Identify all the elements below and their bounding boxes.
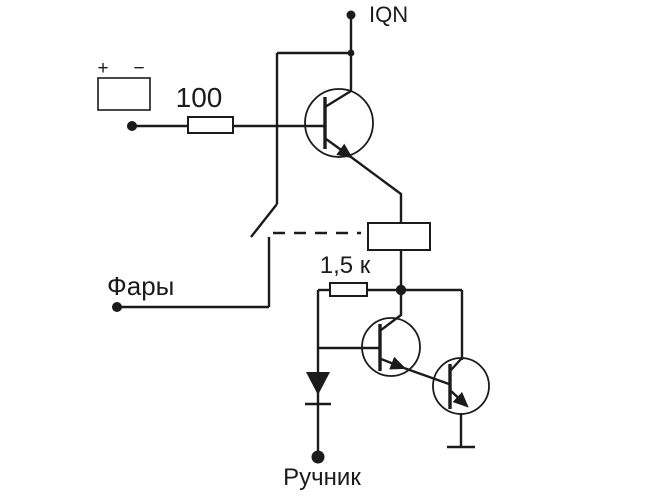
resistor-1k5-label: 1,5 к bbox=[320, 252, 371, 279]
q3-body-circle bbox=[432, 357, 490, 415]
diode-anode-triangle bbox=[306, 372, 330, 395]
q3-emitter-wire bbox=[450, 390, 469, 408]
battery-symbol: + − bbox=[97, 58, 151, 111]
resistor-1k5-body bbox=[329, 282, 368, 297]
handbrake-terminal-dot bbox=[311, 450, 325, 464]
q1-emitter-to-relay-wire bbox=[350, 156, 403, 223]
iqn-label: IQN bbox=[369, 2, 408, 27]
q2-body-circle bbox=[361, 317, 421, 377]
resistor-100-label: 100 bbox=[176, 82, 223, 113]
q2-emitter-wire bbox=[380, 356, 407, 370]
transistor-q1 bbox=[304, 88, 403, 223]
battery-plus-label: + bbox=[97, 58, 108, 79]
q1-collector-wire bbox=[324, 89, 352, 109]
headlights-terminal-dot bbox=[112, 302, 122, 312]
node-junction-dot bbox=[395, 284, 407, 296]
relay-coil-body bbox=[367, 222, 431, 251]
iqn-junction-dot bbox=[347, 49, 355, 57]
battery-minus-label: − bbox=[133, 58, 144, 79]
headlights-label: Фары bbox=[107, 271, 174, 301]
q2-collector-wire bbox=[380, 292, 403, 331]
transistor-q2 bbox=[361, 292, 450, 386]
resistor-100-body bbox=[187, 116, 234, 134]
switch-blade bbox=[250, 203, 278, 238]
handbrake-label: Ручник bbox=[283, 464, 361, 491]
q1-emitter-wire bbox=[325, 138, 353, 159]
diode bbox=[305, 372, 331, 406]
transistor-q3 bbox=[432, 357, 490, 449]
q2-emitter-to-q3-wire bbox=[403, 366, 450, 386]
iqn-terminal-dot bbox=[346, 10, 356, 20]
q3-collector-bend-wire bbox=[450, 357, 463, 371]
input-terminal-dot bbox=[127, 121, 137, 131]
battery-body bbox=[97, 77, 151, 111]
